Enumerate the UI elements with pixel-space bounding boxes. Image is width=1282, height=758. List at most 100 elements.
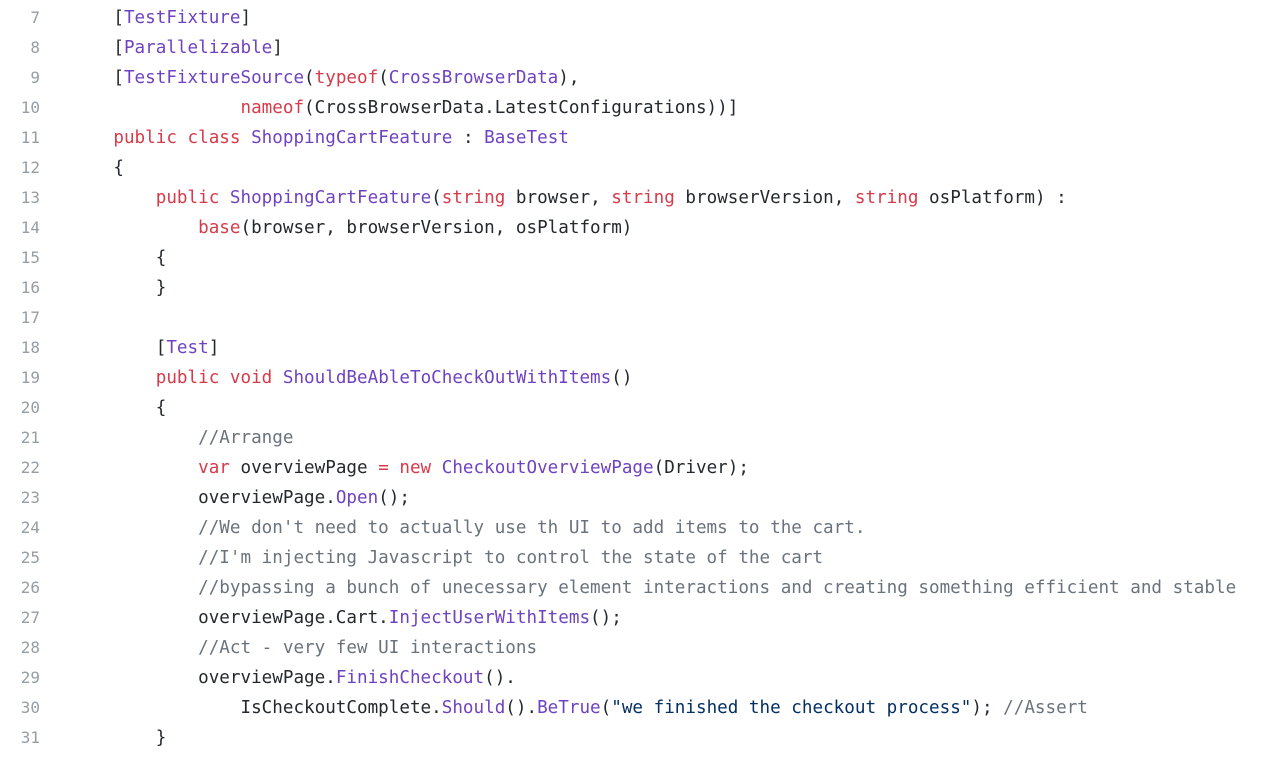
code-line: 19 public void ShouldBeAbleToCheckOutWit… [0, 363, 1282, 393]
code-token-entity: Open [335, 488, 379, 508]
line-number[interactable]: 8 [30, 38, 40, 57]
code-token-keyword: new [399, 458, 432, 478]
code-token-plain: { [71, 248, 167, 268]
code-token-keyword: string [854, 188, 919, 208]
line-number[interactable]: 18 [20, 338, 40, 357]
code-token-plain [71, 578, 198, 598]
code-token-plain: ] [208, 338, 220, 358]
code-token-plain: (). [505, 698, 538, 718]
code-token-plain: [ [71, 8, 124, 28]
code-token-comment: //Assert [1003, 698, 1088, 718]
line-number[interactable]: 14 [20, 218, 40, 237]
code-token-plain: () [611, 368, 633, 388]
line-number[interactable]: 30 [20, 698, 40, 717]
line-number[interactable]: 9 [30, 68, 40, 87]
code-token-plain [71, 518, 198, 538]
code-token-plain [431, 458, 442, 478]
code-line: 26 //bypassing a bunch of unecessary ele… [0, 573, 1282, 603]
code-token-entity: FinishCheckout [335, 668, 485, 688]
code-token-plain: ( [304, 68, 315, 88]
code-token-keyword: public [113, 128, 177, 148]
code-token-plain: IsCheckoutComplete. [71, 698, 442, 718]
code-token-keyword: typeof [314, 68, 379, 88]
line-number[interactable]: 25 [20, 548, 40, 567]
code-line: 9 [TestFixtureSource(typeof(CrossBrowser… [0, 63, 1282, 93]
code-line: 15 { [0, 243, 1282, 273]
line-number[interactable]: 10 [20, 98, 40, 117]
code-line: 12 { [0, 153, 1282, 183]
code-token-plain: overviewPage. [71, 668, 336, 688]
code-token-plain [71, 458, 198, 478]
line-number[interactable]: 23 [20, 488, 40, 507]
code-token-plain: [ [71, 338, 167, 358]
code-token-plain: { [71, 398, 167, 418]
code-token-entity: BeTrue [537, 698, 601, 718]
code-token-entity: CrossBrowserData [388, 68, 559, 88]
code-token-keyword: void [229, 368, 273, 388]
code-line: 21 //Arrange [0, 423, 1282, 453]
line-number[interactable]: 22 [20, 458, 40, 477]
line-number[interactable]: 17 [20, 308, 40, 327]
code-token-plain: [ [71, 68, 124, 88]
line-number[interactable]: 21 [20, 428, 40, 447]
code-token-plain [219, 188, 230, 208]
code-token-plain [71, 188, 156, 208]
line-content: [TestFixtureSource(typeof(CrossBrowserDa… [71, 63, 579, 93]
line-content: var overviewPage = new CheckoutOverviewP… [71, 453, 749, 483]
line-number[interactable]: 24 [20, 518, 40, 537]
line-content: //I'm injecting Javascript to control th… [71, 543, 823, 573]
code-token-keyword: string [611, 188, 675, 208]
code-token-plain [71, 548, 198, 568]
line-number[interactable]: 19 [20, 368, 40, 387]
code-token-entity: Test [166, 338, 209, 358]
code-token-plain [71, 368, 156, 388]
line-number[interactable]: 7 [30, 8, 40, 27]
code-token-plain [71, 638, 198, 658]
line-number[interactable]: 31 [20, 728, 40, 747]
line-number[interactable]: 13 [20, 188, 40, 207]
line-number[interactable]: 12 [20, 158, 40, 177]
code-token-entity: Should [441, 698, 506, 718]
code-token-plain: overviewPage.Cart. [71, 608, 389, 628]
line-content: overviewPage.Open(); [71, 483, 410, 513]
code-view: 7 [TestFixture]8 [Parallelizable]9 [Test… [0, 3, 1282, 753]
line-number[interactable]: 11 [20, 128, 40, 147]
code-token-plain: (). [484, 668, 516, 688]
code-token-plain: } [71, 728, 167, 748]
line-content: [Test] [71, 333, 220, 363]
code-token-string: "we finished the checkout process" [611, 698, 972, 718]
code-token-plain: (CrossBrowserData.LatestConfigurations))… [304, 98, 739, 118]
code-token-plain: ] [240, 8, 252, 28]
code-token-plain: osPlatform) : [918, 188, 1067, 208]
code-token-plain [241, 128, 252, 148]
code-token-entity: Parallelizable [123, 38, 273, 58]
code-token-keyword: string [441, 188, 506, 208]
code-token-keyword: public [155, 188, 220, 208]
code-token-plain: { [71, 158, 124, 178]
code-token-entity: InjectUserWithItems [388, 608, 591, 628]
line-number[interactable]: 16 [20, 278, 40, 297]
code-token-plain: browserVersion, [674, 188, 855, 208]
code-token-entity: ShoppingCartFeature [229, 188, 432, 208]
line-number[interactable]: 29 [20, 668, 40, 687]
code-line: 22 var overviewPage = new CheckoutOvervi… [0, 453, 1282, 483]
code-token-plain [71, 98, 240, 118]
line-number[interactable]: 26 [20, 578, 40, 597]
code-token-plain: (); [378, 488, 410, 508]
line-number[interactable]: 20 [20, 398, 40, 417]
line-content: public ShoppingCartFeature(string browse… [71, 183, 1067, 213]
code-token-keyword: = [378, 458, 389, 478]
line-number[interactable]: 28 [20, 638, 40, 657]
line-content: overviewPage.FinishCheckout(). [71, 663, 516, 693]
code-token-comment: //I'm injecting Javascript to control th… [198, 548, 824, 568]
line-number[interactable]: 15 [20, 248, 40, 267]
code-token-comment: //Arrange [198, 428, 294, 448]
code-token-keyword: nameof [240, 98, 305, 118]
code-token-plain: : [452, 128, 485, 148]
code-token-plain: ), [558, 68, 580, 88]
line-number[interactable]: 27 [20, 608, 40, 627]
code-line: 20 { [0, 393, 1282, 423]
code-token-entity: TestFixtureSource [123, 68, 305, 88]
line-content: IsCheckoutComplete.Should().BeTrue("we f… [71, 693, 1088, 723]
code-token-entity: ShoppingCartFeature [251, 128, 453, 148]
